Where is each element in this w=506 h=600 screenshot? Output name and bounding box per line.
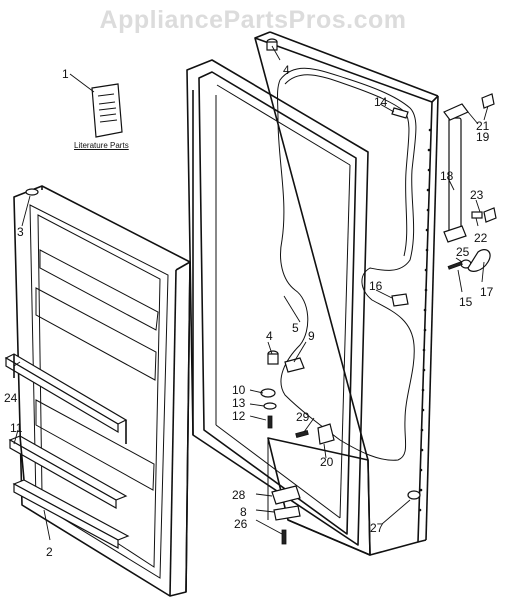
callout-8: 8 <box>240 505 247 519</box>
callout-18: 18 <box>440 169 454 183</box>
door-shelf-bar-lower <box>8 435 130 550</box>
callout-29: 29 <box>296 410 310 424</box>
callout-25: 25 <box>456 245 470 259</box>
door-shelf-bar-upper <box>4 353 128 444</box>
door-gasket <box>186 59 369 546</box>
callout-3: 3 <box>17 225 24 239</box>
callout-22: 22 <box>474 231 488 245</box>
callout-26: 26 <box>234 517 248 531</box>
perforation-dots <box>418 128 432 512</box>
callout-14: 14 <box>374 95 388 109</box>
callout-15: 15 <box>459 295 473 309</box>
door-assembly <box>4 185 191 597</box>
hardware-parts <box>260 38 497 545</box>
callout-5: 5 <box>292 321 299 335</box>
callout-1: 1 <box>62 67 69 81</box>
literature-booklet <box>91 83 123 138</box>
callout-20: 20 <box>320 455 334 469</box>
callout-27: 27 <box>370 521 384 535</box>
callout-9: 9 <box>308 329 315 343</box>
callout-24: 24 <box>4 391 18 405</box>
cabinet-liner <box>254 31 439 556</box>
callout-28: 28 <box>232 488 246 502</box>
callout-13: 13 <box>232 396 246 410</box>
callout-16: 16 <box>369 279 383 293</box>
callout-17: 17 <box>480 285 494 299</box>
callout-4-top: 4 <box>283 63 290 77</box>
leader-lines <box>13 45 489 541</box>
callout-4-lower: 4 <box>266 329 273 343</box>
callout-11: 11 <box>10 421 23 435</box>
callout-2: 2 <box>46 545 53 559</box>
callout-12: 12 <box>232 409 246 423</box>
callout-19: 19 <box>476 130 490 144</box>
literature-label: Literature Parts <box>74 141 129 150</box>
watermark: AppliancePartsPros.com <box>99 6 407 34</box>
callout-21: 21 <box>476 119 490 133</box>
callout-23: 23 <box>470 188 484 202</box>
callout-10: 10 <box>232 383 246 397</box>
